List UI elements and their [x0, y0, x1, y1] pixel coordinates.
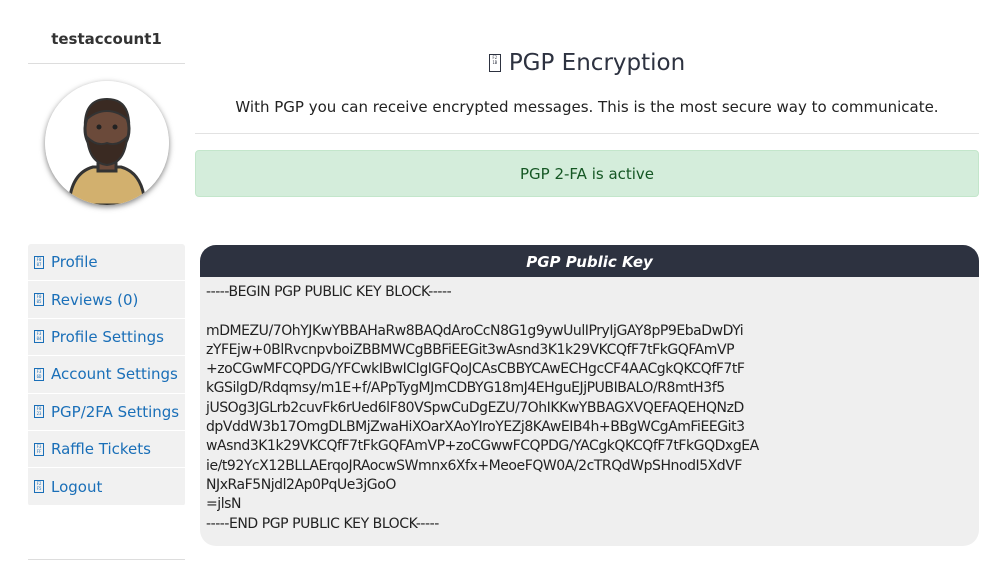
sidebar-item-profile[interactable]: F0 07 Profile — [28, 244, 185, 282]
sidebar-item-raffle-tickets[interactable]: F3 FF Raffle Tickets — [28, 431, 185, 469]
sidebar-item-label: Account Settings — [51, 365, 178, 384]
key-line: ie/t92YcX12BLLAErqoJRAocwSWmnx6Xfx+MeoeF… — [206, 457, 742, 474]
lock-icon: F2 1B — [488, 54, 501, 72]
page-title-text: PGP Encryption — [508, 50, 686, 76]
reviews-icon: F0 05 — [34, 293, 44, 307]
main-content: F2 1B PGP Encryption With PGP you can re… — [195, 0, 979, 546]
logout-icon: F2 F5 — [34, 480, 44, 494]
sidebar-item-profile-settings[interactable]: F3 04 Profile Settings — [28, 319, 185, 357]
key-line: +zoCGwMFCQPDG/YFCwkIBwICIgIGFQoJCAsCBBYC… — [206, 361, 745, 378]
divider — [28, 559, 185, 560]
sidebar-item-label: Profile Settings — [51, 327, 164, 346]
profile-settings-icon: F3 04 — [34, 330, 44, 344]
key-line: jUSOg3JGLrb2cuvFk6rUed6lF80VSpwCuDgEZU/7… — [206, 399, 744, 416]
sidebar-item-label: Logout — [51, 477, 103, 496]
account-settings-icon: F3 6D — [34, 367, 44, 381]
key-icon: F0 23 — [34, 405, 44, 419]
card-title: PGP Public Key — [200, 245, 979, 277]
key-line: -----BEGIN PGP PUBLIC KEY BLOCK----- — [206, 284, 452, 300]
pgp-key-card: PGP Public Key -----BEGIN PGP PUBLIC KEY… — [200, 245, 979, 546]
status-alert: PGP 2-FA is active — [195, 150, 979, 197]
sidebar-nav: F0 07 Profile F0 05 Reviews (0) F3 04 Profi… — [28, 244, 185, 506]
key-line — [206, 302, 973, 321]
sidebar-item-label: PGP/2FA Settings — [51, 402, 180, 421]
avatar — [44, 81, 169, 205]
sidebar-item-label: Reviews (0) — [51, 290, 139, 309]
sidebar-item-label: Raffle Tickets — [51, 440, 151, 459]
sidebar: testaccount1 F0 07 Profile F0 05 Reviews (… — [28, 0, 185, 506]
sidebar-item-logout[interactable]: F2 F5 Logout — [28, 468, 185, 506]
page-title: F2 1B PGP Encryption — [195, 50, 979, 76]
ticket-icon: F3 FF — [34, 442, 44, 456]
key-line: -----END PGP PUBLIC KEY BLOCK----- — [206, 515, 439, 532]
sidebar-item-pgp-2fa-settings[interactable]: F0 23 PGP/2FA Settings — [28, 394, 185, 431]
username: testaccount1 — [28, 0, 185, 64]
key-line: NJxRaF5Njdl2Ap0PqUe3jGoO — [206, 476, 396, 493]
key-line: =jlsN — [206, 496, 242, 513]
key-line: dpVddW3b17OmgDLBMjZwaHiXOarXAoYIroYEZj8K… — [206, 419, 745, 436]
page-subtitle: With PGP you can receive encrypted messa… — [195, 98, 979, 134]
key-line: zYFEjw+0BlRvcnpvboiZBBMWCgBBFiEEGit3wAsn… — [206, 341, 735, 358]
key-line: mDMEZU/7OhYJKwYBBAHaRw8BAQdAroCcN8G1g9yw… — [206, 322, 744, 339]
sidebar-item-label: Profile — [51, 253, 98, 272]
key-line: kGSilgD/Rdqmsy/m1E+f/APpTygMJmCDBYG18mJ4… — [206, 380, 725, 397]
pgp-public-key: -----BEGIN PGP PUBLIC KEY BLOCK----- mDM… — [200, 277, 979, 546]
key-line: wAsnd3K1k29VKCQfF7tFkGQFAmVP+zoCGwwFCQPD… — [206, 438, 759, 455]
profile-icon: F0 07 — [34, 255, 44, 269]
sidebar-item-reviews[interactable]: F0 05 Reviews (0) — [28, 281, 185, 319]
sidebar-item-account-settings[interactable]: F3 6D Account Settings — [28, 356, 185, 394]
